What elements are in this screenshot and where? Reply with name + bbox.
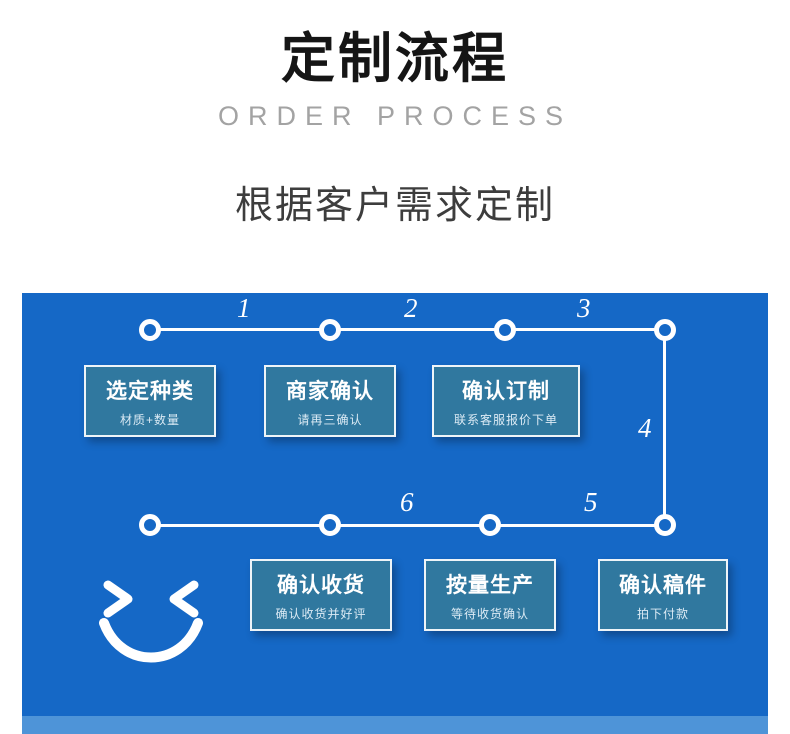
step-box-select-type: 选定种类 材质+数量 [84, 365, 216, 437]
tagline: 根据客户需求定制 [234, 185, 555, 228]
step-desc: 请再三确认 [297, 412, 363, 427]
step-number-6: 6 [400, 487, 414, 517]
step-title: 选定种类 [106, 379, 194, 403]
step-box-production: 按量生产 等待收货确认 [424, 559, 556, 631]
step-number-1: 1 [237, 293, 251, 323]
node-circle [479, 514, 501, 536]
step-title: 确认收货 [277, 573, 365, 597]
node-circle [139, 319, 161, 341]
step-number-5: 5 [584, 487, 598, 517]
step-desc: 联系客服报价下单 [453, 412, 558, 427]
node-circle [654, 514, 676, 536]
next-section-strip [22, 716, 768, 734]
step-desc: 确认收货并好评 [275, 606, 367, 621]
header: 定制流程 ORDER PROCESS 根据客户需求定制 [0, 29, 790, 229]
step-desc: 拍下付款 [636, 606, 689, 621]
step-title: 确认稿件 [619, 573, 707, 597]
smiley-face-icon [99, 580, 203, 663]
step-desc: 等待收货确认 [450, 606, 529, 621]
step-title: 商家确认 [286, 379, 374, 403]
step-title: 按量生产 [446, 573, 534, 597]
step-number-3: 3 [577, 293, 591, 323]
node-circle [319, 514, 341, 536]
node-circle [139, 514, 161, 536]
step-desc: 材质+数量 [119, 412, 180, 427]
page-title: 定制流程 [281, 29, 509, 89]
step-box-seller-confirm: 商家确认 请再三确认 [264, 365, 396, 437]
page-subtitle: ORDER PROCESS [217, 101, 573, 132]
step-title: 确认订制 [462, 379, 550, 403]
step-number-4: 4 [638, 413, 652, 443]
connector-line-top [150, 328, 665, 331]
step-number-2: 2 [404, 293, 418, 323]
step-box-confirm-draft: 确认稿件 拍下付款 [598, 559, 728, 631]
connector-line-vertical [663, 328, 666, 527]
process-panel: 1 2 3 4 5 6 选定种类 材质+数量 商家确认 请再三确认 确认订制 联… [22, 293, 768, 716]
connector-line-bottom [150, 524, 665, 527]
node-circle [494, 319, 516, 341]
node-circle [319, 319, 341, 341]
step-box-confirm-receipt: 确认收货 确认收货并好评 [250, 559, 392, 631]
node-circle [654, 319, 676, 341]
step-box-confirm-order: 确认订制 联系客服报价下单 [432, 365, 580, 437]
